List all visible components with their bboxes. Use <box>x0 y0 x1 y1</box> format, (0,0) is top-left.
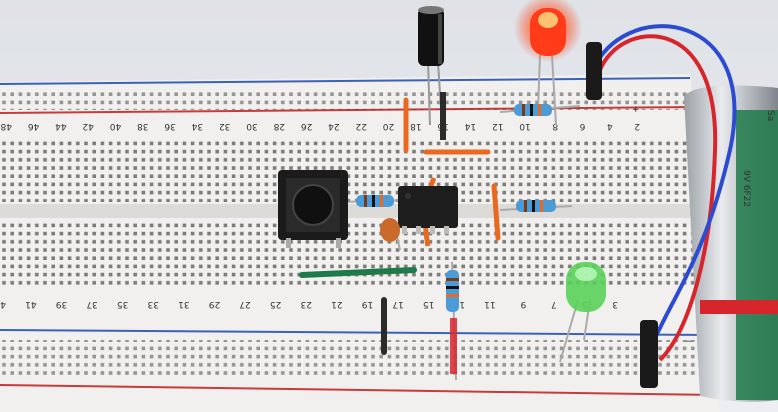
center-channel <box>0 204 705 218</box>
battery-label: 9V 6F22 <box>741 170 751 207</box>
bottom-rail-red <box>0 384 721 396</box>
battery-9v: 9V 6F22 Sa <box>684 85 778 402</box>
row-number: 13 <box>454 299 465 309</box>
row-number: 40 <box>109 121 121 131</box>
row-number: 15 <box>423 299 434 309</box>
row-number: 9 <box>520 299 526 309</box>
row-number: 39 <box>55 299 67 309</box>
row-number: 2 <box>634 121 640 131</box>
row-number: 7 <box>551 299 557 309</box>
row-number: 43 <box>0 299 6 309</box>
breadboard: 4846444240383634323028262422201816141210… <box>0 74 721 412</box>
bottom-row-numbers: 43413937353331292725232119171513119753 <box>0 299 618 309</box>
row-number: 27 <box>239 299 250 309</box>
row-number: 10 <box>519 121 531 131</box>
push-button <box>278 170 348 248</box>
row-number: 25 <box>270 299 281 309</box>
green-jumper <box>299 267 417 278</box>
row-number: 17 <box>392 299 403 309</box>
row-number: 3 <box>612 299 618 309</box>
row-number: 41 <box>25 299 36 309</box>
row-number: 48 <box>0 121 12 131</box>
row-number: 29 <box>208 299 220 309</box>
row-number: 28 <box>273 121 285 131</box>
row-number: 8 <box>552 121 558 131</box>
row-number: 20 <box>383 121 395 131</box>
bottom-rail-blue <box>0 329 716 336</box>
row-number: 24 <box>328 121 340 131</box>
resistor-right <box>499 200 573 212</box>
row-number: 23 <box>301 299 312 309</box>
row-number: 22 <box>356 121 367 131</box>
blue-wire-connector <box>640 320 658 388</box>
row-number: 4 <box>607 121 613 131</box>
red-wire-connector <box>586 42 602 100</box>
row-number: 26 <box>301 121 313 131</box>
row-number: 44 <box>55 121 67 131</box>
row-number: 18 <box>410 121 422 131</box>
ceramic-capacitor <box>380 218 401 251</box>
top-rail-blue <box>0 77 691 85</box>
red-led <box>514 0 582 126</box>
row-number: 46 <box>28 121 40 131</box>
row-number: 42 <box>82 121 93 131</box>
green-led <box>559 262 606 363</box>
row-number: 32 <box>219 121 230 131</box>
row-number: 12 <box>492 121 503 131</box>
rail-plus-sign: + <box>632 105 640 115</box>
row-number: 33 <box>148 299 159 309</box>
row-number: 38 <box>137 121 149 131</box>
resistor-vertical <box>446 261 459 381</box>
electrolytic-capacitor <box>418 6 446 140</box>
row-number: 30 <box>246 121 258 131</box>
row-number: 14 <box>464 121 476 131</box>
row-number: 21 <box>331 299 342 309</box>
blue-wire <box>594 24 737 351</box>
red-wire <box>598 34 718 362</box>
row-number: 19 <box>361 299 373 309</box>
orange-jumper-3 <box>491 183 501 241</box>
battery-brand: Sa <box>765 110 775 121</box>
row-number: 11 <box>484 299 495 309</box>
row-number: 6 <box>579 121 585 131</box>
rail-minus-sign: − <box>685 337 693 347</box>
row-number: 37 <box>86 299 97 309</box>
row-number: 31 <box>178 299 189 309</box>
ic-chip <box>398 186 458 234</box>
row-number: 35 <box>117 299 128 309</box>
resistor-top <box>499 104 581 116</box>
row-number: 36 <box>164 121 176 131</box>
row-number: 34 <box>191 121 203 131</box>
